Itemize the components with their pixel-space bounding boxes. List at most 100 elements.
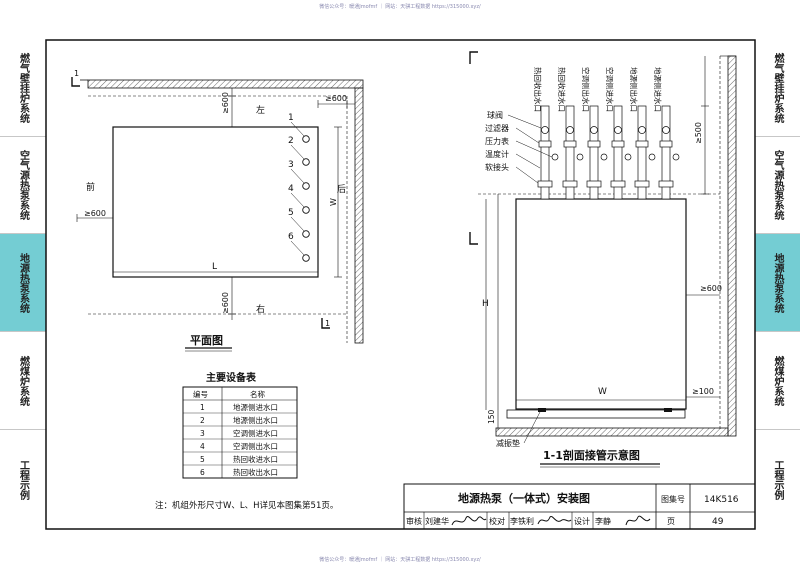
plan-wall-right [354, 87, 364, 344]
table-row: 1 地源侧进水口 [200, 402, 278, 412]
right-tab-coal-stove[interactable]: 燃煤炉系统 [755, 332, 800, 430]
section-dim-600: ≥600 [700, 284, 722, 293]
pipe-1 [540, 105, 550, 200]
pipe-3 [589, 105, 599, 200]
design-label: 设计 [574, 516, 590, 526]
section-pipes [537, 105, 680, 200]
table-header-no: 编号 [193, 389, 208, 399]
port-circle-1 [302, 135, 310, 143]
right-tab-gas-boiler[interactable]: 燃气壁挂炉系统 [755, 40, 800, 137]
callout-thermometer: 温度计 [485, 149, 509, 159]
svg-text:热回收出水口: 热回收出水口 [233, 467, 278, 477]
port-circle-3 [302, 182, 310, 190]
svg-text:1: 1 [325, 319, 330, 328]
pipe-label-5: 地源侧出水口 [629, 67, 639, 112]
review-label: 审核 [406, 516, 422, 526]
svg-text:热回收进水口: 热回收进水口 [233, 454, 278, 464]
right-sidebar: 燃气壁挂炉系统 空气源热泵系统 地源热泵系统 燃煤炉系统 工程示例 [755, 40, 800, 529]
pipe-label-4: 空调侧进水口 [605, 67, 615, 112]
svg-text:地源侧出水口: 地源侧出水口 [233, 415, 278, 425]
reviewer-signature [451, 516, 487, 526]
section-dim-150: 150 [487, 409, 496, 424]
page-number: 49 [712, 517, 724, 527]
table-title: 主要设备表 [206, 371, 257, 384]
port-number-3: 3 [288, 160, 294, 170]
damper-left [538, 408, 546, 412]
pipe-label-2: 热回收进水口 [557, 67, 567, 112]
left-tab-coal-stove[interactable]: 燃煤炉系统 [0, 332, 46, 430]
designer-name: 李静 [595, 516, 611, 526]
damper-label: 减振垫 [496, 438, 520, 448]
svg-text:空调侧出水口: 空调侧出水口 [233, 441, 278, 451]
plan-dim-bottom: ≥600 [221, 292, 230, 314]
section-cut-bottom [469, 232, 478, 245]
svg-text:3: 3 [200, 429, 205, 438]
component-callouts: 球阀 过滤器 压力表 温度计 软接头 [485, 110, 553, 184]
page-label: 页 [667, 517, 675, 526]
note-text: 注：机组外形尺寸W、L、H详见本图集第51页。 [155, 500, 338, 511]
section-view: 热回收出水口 热回收进水口 空调侧出水口 空调侧进水口 地源侧出水口 地源侧进水… [469, 51, 737, 468]
equipment-table: 主要设备表 编号 名称 1 地源侧进水口 2 地源侧出水口 3 空调侧进水口 4… [182, 371, 298, 479]
pipe-label-3: 空调侧出水口 [581, 67, 591, 112]
atlas-label: 图集号 [661, 494, 685, 504]
callout-soft-joint: 软接头 [485, 162, 509, 172]
left-tab-ground-source[interactable]: 地源热泵系统 [0, 234, 46, 332]
right-tab-examples[interactable]: 工程示例 [772, 459, 783, 500]
designer-signature [625, 515, 651, 526]
plan-dim-L: L [212, 262, 217, 272]
port-circle-2 [302, 158, 310, 166]
drawing-title: 地源热泵（一体式）安装图 [458, 491, 590, 505]
plan-title: 平面图 [190, 334, 223, 347]
plan-unit-outline [112, 126, 319, 278]
callout-filter: 过滤器 [485, 123, 509, 133]
left-tab-gas-boiler[interactable]: 燃气壁挂炉系统 [0, 40, 46, 137]
svg-text:地源侧进水口: 地源侧进水口 [233, 402, 278, 412]
plan-side-back: 后 [337, 184, 346, 195]
pipe-labels: 热回收出水口 热回收进水口 空调侧出水口 空调侧进水口 地源侧出水口 地源侧进水… [533, 67, 663, 112]
table-row: 4 空调侧出水口 [200, 441, 278, 451]
section-title: 1-1剖面接管示意图 [543, 448, 640, 462]
section-mark-bottom [321, 318, 330, 329]
section-dim-W: W [598, 387, 607, 397]
section-dim-500: ≥500 [694, 122, 703, 144]
plan-ports: 1 2 3 4 5 6 [288, 113, 310, 262]
table-row: 3 空调侧进水口 [200, 428, 278, 438]
pipe-6 [661, 105, 671, 200]
port-number-5: 5 [288, 208, 294, 218]
svg-text:4: 4 [200, 442, 205, 451]
plan-side-left: 左 [256, 104, 265, 116]
section-mark-top [71, 77, 80, 87]
plan-side-right: 右 [256, 303, 265, 315]
title-block: 地源热泵（一体式）安装图 图集号 14K516 审核 刘建华 校对 李铁利 设计… [403, 483, 756, 530]
section-dim-H: H [482, 299, 489, 309]
plan-dim-top: ≥600 [221, 92, 230, 114]
plan-dim-left: ≥600 [84, 209, 106, 218]
svg-text:1: 1 [74, 69, 79, 78]
section-dim-100: ≥100 [692, 387, 714, 396]
left-tab-examples[interactable]: 工程示例 [17, 459, 29, 500]
right-tab-air-source[interactable]: 空气源热泵系统 [755, 137, 800, 234]
damper-right [664, 408, 672, 412]
left-tab-air-source[interactable]: 空气源热泵系统 [0, 137, 46, 234]
pipe-label-6: 地源侧进水口 [653, 67, 663, 112]
checker-signature [537, 515, 572, 525]
table-row: 5 热回收进水口 [200, 454, 278, 464]
port-number-1: 1 [288, 113, 294, 123]
right-tab-ground-source[interactable]: 地源热泵系统 [755, 234, 800, 332]
port-number-6: 6 [288, 232, 294, 242]
port-circle-4 [302, 206, 310, 214]
port-number-4: 4 [288, 184, 294, 194]
svg-text:6: 6 [200, 468, 205, 477]
svg-text:2: 2 [200, 416, 205, 425]
svg-text:5: 5 [200, 455, 205, 464]
section-wall-right [727, 55, 737, 437]
section-unit-outline [515, 198, 687, 410]
callout-ball-valve: 球阀 [487, 110, 503, 120]
plan-wall-top [87, 79, 364, 89]
reviewer-name: 刘建华 [425, 516, 449, 526]
pipe-5 [637, 105, 647, 200]
section-floor [495, 427, 729, 437]
svg-text:1: 1 [200, 403, 205, 412]
watermark-bottom: 微信公众号：暖通Jmofmf ｜ 网站：天骐工程数据 https://31500… [319, 557, 481, 563]
callout-pressure-gauge: 压力表 [485, 136, 509, 146]
